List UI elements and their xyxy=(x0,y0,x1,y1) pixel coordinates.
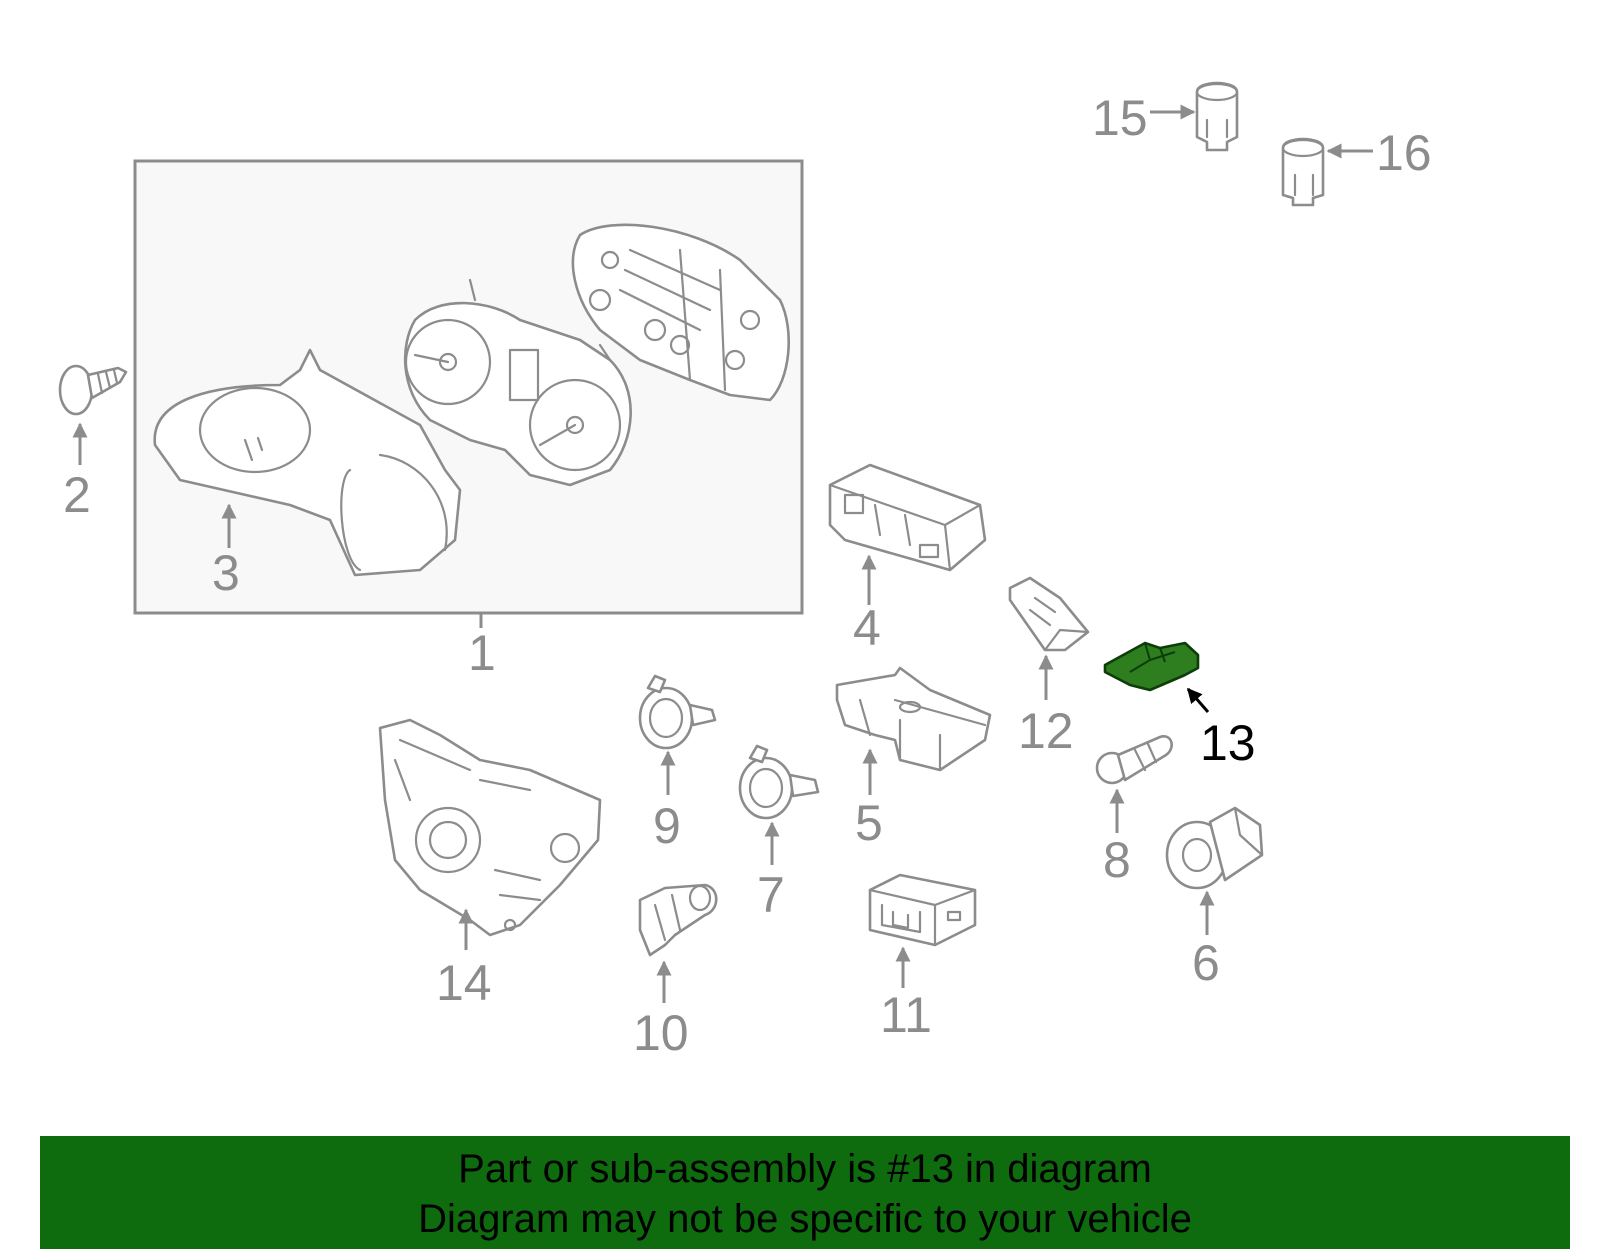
callout-16: 16 xyxy=(1376,125,1432,181)
part-2-screw[interactable] xyxy=(58,364,128,416)
part-5-bracket[interactable] xyxy=(835,666,992,772)
banner-line-2: Diagram may not be specific to your vehi… xyxy=(418,1197,1192,1241)
callout-5: 5 xyxy=(855,795,883,851)
callout-14: 14 xyxy=(436,955,492,1011)
part-15-bulb[interactable] xyxy=(1195,81,1239,152)
callout-10: 10 xyxy=(633,1005,689,1061)
part-10-socket[interactable] xyxy=(638,883,718,957)
part-7-ring[interactable] xyxy=(738,744,820,820)
callout-15: 15 xyxy=(1092,90,1148,146)
banner-line-1: Part or sub-assembly is #13 in diagram xyxy=(458,1147,1152,1191)
callout-6: 6 xyxy=(1192,935,1220,991)
callout-1: 1 xyxy=(468,625,496,681)
part-13-highlighted[interactable] xyxy=(1103,641,1200,692)
callout-9: 9 xyxy=(653,798,681,854)
callout-11: 11 xyxy=(880,987,932,1043)
part-9-ring[interactable] xyxy=(638,674,717,750)
part-12-switch[interactable] xyxy=(1008,576,1090,652)
part-6-ignition-switch[interactable] xyxy=(1165,806,1264,890)
part-14-climate-control[interactable] xyxy=(378,718,602,937)
callout-3: 3 xyxy=(212,545,240,601)
callout-7: 7 xyxy=(757,867,785,923)
callout-13: 13 xyxy=(1200,715,1256,771)
part-16-bulb[interactable] xyxy=(1281,137,1325,207)
callout-8: 8 xyxy=(1103,832,1131,888)
part-4-switch-panel[interactable] xyxy=(828,463,987,572)
part-1-gauge-face[interactable] xyxy=(403,278,632,487)
callout-2: 2 xyxy=(63,467,91,523)
part-11-socket-module[interactable] xyxy=(868,873,977,947)
info-banner: Part or sub-assembly is #13 in diagram D… xyxy=(40,1136,1570,1249)
cluster-back-plate[interactable] xyxy=(571,223,790,402)
callout-12: 12 xyxy=(1018,703,1074,759)
part-3-cluster-hood[interactable] xyxy=(153,348,462,577)
part-8-bulb[interactable] xyxy=(1095,735,1173,785)
callout-4: 4 xyxy=(853,600,881,656)
